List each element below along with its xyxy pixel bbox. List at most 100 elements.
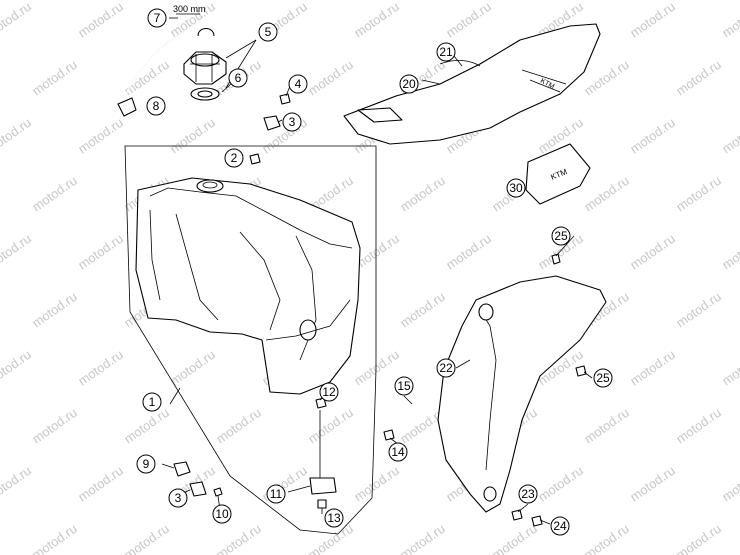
- callout-circle: [399, 74, 419, 94]
- callout-number: 12: [322, 385, 336, 399]
- callout-number: 1: [149, 395, 156, 409]
- screw-4: [279, 93, 291, 105]
- watermark-text: motod.ru: [627, 347, 678, 389]
- callout-c13: 13: [324, 508, 344, 528]
- screw-25-top: [551, 253, 561, 265]
- watermark-text: motod.ru: [489, 521, 540, 555]
- callout-c7: 7: [147, 8, 167, 28]
- callout-number: 5: [265, 25, 272, 39]
- watermark-text: motod.ru: [351, 0, 402, 40]
- callout-circle: [288, 74, 308, 94]
- callout-number: 2: [231, 151, 238, 165]
- callout-c1: 1: [142, 392, 162, 412]
- side-panel: [437, 275, 607, 513]
- callout-circle: [324, 508, 344, 528]
- callout-c22: 22: [436, 358, 456, 378]
- callout-c3a: 3: [282, 112, 302, 132]
- screw-10: [213, 487, 223, 497]
- watermark-text: motod.ru: [673, 289, 724, 331]
- watermark-text: motod.ru: [0, 115, 34, 157]
- watermark-text: motod.ru: [0, 231, 34, 273]
- callout-number: 20: [402, 77, 416, 91]
- screw-25-side: [575, 365, 587, 377]
- nut-23: [511, 509, 523, 521]
- callout-c11: 11: [266, 484, 286, 504]
- callout-circle: [136, 454, 156, 474]
- callout-circle: [228, 68, 248, 88]
- watermark-text: motod.ru: [719, 115, 740, 157]
- callout-number: 3: [175, 491, 182, 505]
- watermark-text: motod.ru: [351, 347, 402, 389]
- callout-circle: [258, 22, 278, 42]
- watermark-text: motod.ru: [443, 0, 494, 40]
- seat-decal: KTM: [525, 143, 591, 205]
- callout-c2: 2: [224, 148, 244, 168]
- callout-circle: [593, 368, 613, 388]
- bushing-3-top: [263, 115, 281, 131]
- watermark-text: motod.ru: [75, 231, 126, 273]
- watermark-text: motod.ru: [0, 347, 34, 389]
- callout-c30: 30: [506, 178, 526, 198]
- watermark-text: motod.ru: [673, 57, 724, 99]
- watermark-text: motod.ru: [167, 115, 218, 157]
- hose-length-label: 300 mm: [173, 4, 206, 14]
- callout-number: 11: [270, 487, 283, 501]
- watermark-text: motod.ru: [719, 463, 740, 505]
- callout-circle: [147, 8, 167, 28]
- watermark-text: motod.ru: [719, 231, 740, 273]
- callout-c8: 8: [146, 96, 166, 116]
- callout-circle: [212, 504, 232, 524]
- callout-circle: [550, 516, 570, 536]
- watermark-text: motod.ru: [719, 347, 740, 389]
- callout-number: 25: [596, 371, 610, 385]
- watermark-text: motod.ru: [305, 405, 356, 447]
- callout-number: 25: [554, 229, 568, 243]
- callout-number: 9: [143, 457, 150, 471]
- callout-number: 8: [153, 99, 160, 113]
- watermark-text: motod.ru: [75, 347, 126, 389]
- callout-circle: [319, 382, 339, 402]
- watermark-text: motod.ru: [29, 173, 80, 215]
- watermark-text: motod.ru: [29, 57, 80, 99]
- fuel-tank: [135, 177, 361, 395]
- callout-number: 30: [509, 181, 523, 195]
- callout-number: 4: [295, 77, 302, 91]
- callout-number: 3: [289, 115, 296, 129]
- callout-number: 14: [391, 445, 405, 459]
- callout-circle: [394, 376, 414, 396]
- watermark-text: motod.ru: [581, 405, 632, 447]
- callout-number: 23: [521, 487, 535, 501]
- callout-circle: [142, 392, 162, 412]
- watermark-text: motod.ru: [75, 115, 126, 157]
- callout-circle: [282, 112, 302, 132]
- watermark-text: motod.ru: [673, 405, 724, 447]
- callout-circle: [168, 488, 188, 508]
- tank-group-outline: [124, 145, 377, 535]
- callout-c5: 5: [258, 22, 278, 42]
- watermark-text: motod.ru: [581, 173, 632, 215]
- callout-c24: 24: [550, 516, 570, 536]
- callout-c21: 21: [436, 42, 456, 62]
- watermark-text: motod.ru: [0, 0, 34, 40]
- watermark-text: motod.ru: [75, 463, 126, 505]
- callout-c25b: 25: [593, 368, 613, 388]
- callout-circle: [436, 42, 456, 62]
- callout-circle: [506, 178, 526, 198]
- callout-circle: [551, 226, 571, 246]
- callout-c23: 23: [518, 484, 538, 504]
- fuel-tap: [309, 397, 337, 509]
- callout-c6: 6: [228, 68, 248, 88]
- callout-circle: [266, 484, 286, 504]
- watermark-text: motod.ru: [673, 521, 724, 555]
- callout-number: 6: [235, 71, 242, 85]
- watermark-text: motod.ru: [305, 57, 356, 99]
- callout-c9: 9: [136, 454, 156, 474]
- callout-c12: 12: [319, 382, 339, 402]
- callout-c14: 14: [388, 442, 408, 462]
- callout-circle: [224, 148, 244, 168]
- watermark-text: motod.ru: [627, 115, 678, 157]
- watermark-text: motod.ru: [397, 521, 448, 555]
- watermark-text: motod.ru: [121, 405, 172, 447]
- watermark-text: motod.ru: [627, 0, 678, 40]
